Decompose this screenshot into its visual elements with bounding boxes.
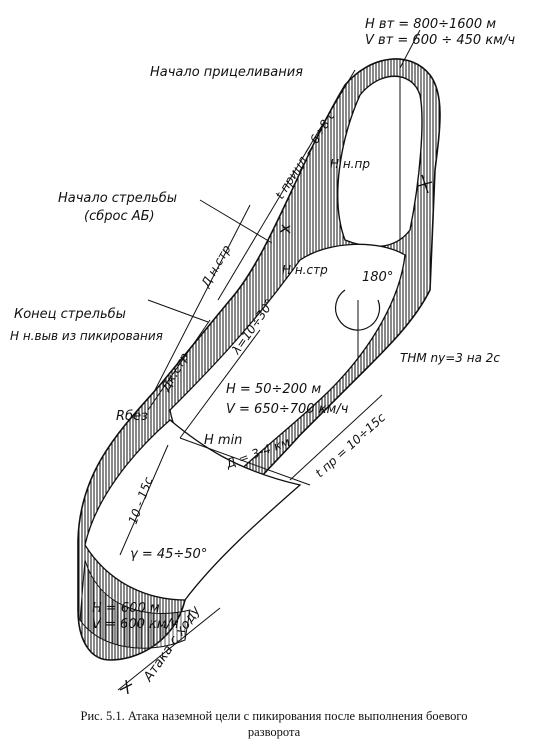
label-exit-dive: Н н.выв из пикирования: [10, 329, 163, 343]
label-gamma: γ = 45÷50°: [130, 547, 207, 562]
label-t-turn: t пр = 10÷15с: [313, 410, 389, 480]
turn-180-arc: [334, 289, 381, 331]
dimension-lines: [117, 29, 421, 691]
label-aim-start: Начало прицеливания: [150, 65, 303, 80]
label-fire-end: Конец стрельбы: [14, 307, 126, 322]
label-tnm: ТНМ nу=3 на 2с: [400, 351, 500, 365]
label-h-n-str: Н н.стр: [282, 263, 328, 277]
upper-track-surface: [337, 75, 423, 248]
label-180: 180°: [362, 270, 393, 285]
label-v-mid: V = 650÷700 км/ч: [226, 402, 349, 417]
lower-track-surface: [84, 419, 302, 601]
label-v-top: V вт = 600 ÷ 450 км/ч: [365, 33, 515, 48]
label-h-mid: Н = 50÷200 м: [226, 382, 321, 397]
label-h-min: Н min: [204, 433, 242, 448]
label-v-low: V = 600 км/ч: [92, 617, 179, 632]
caption-line-2: разворота: [247, 725, 301, 739]
caption-line-1: Рис. 5.1. Атака наземной цели с пикирова…: [80, 709, 468, 723]
label-fire-start: Начало стрельбы: [58, 191, 177, 206]
label-r-bez: Rбез: [116, 409, 148, 424]
bottom-band-strip: [79, 559, 191, 649]
attack-maneuver-diagram: Н вт = 800÷1600 м V вт = 600 ÷ 450 км/ч …: [10, 17, 515, 695]
label-h-low: Н = 600 м: [92, 601, 160, 616]
label-bomb-drop: (сброс АБ): [84, 209, 155, 224]
aircraft-icon: [119, 174, 433, 695]
label-h-n-pr: Н н.пр: [330, 157, 370, 171]
label-h-top: Н вт = 800÷1600 м: [365, 17, 496, 32]
figure-caption: Рис. 5.1. Атака наземной цели с пикирова…: [0, 708, 548, 740]
